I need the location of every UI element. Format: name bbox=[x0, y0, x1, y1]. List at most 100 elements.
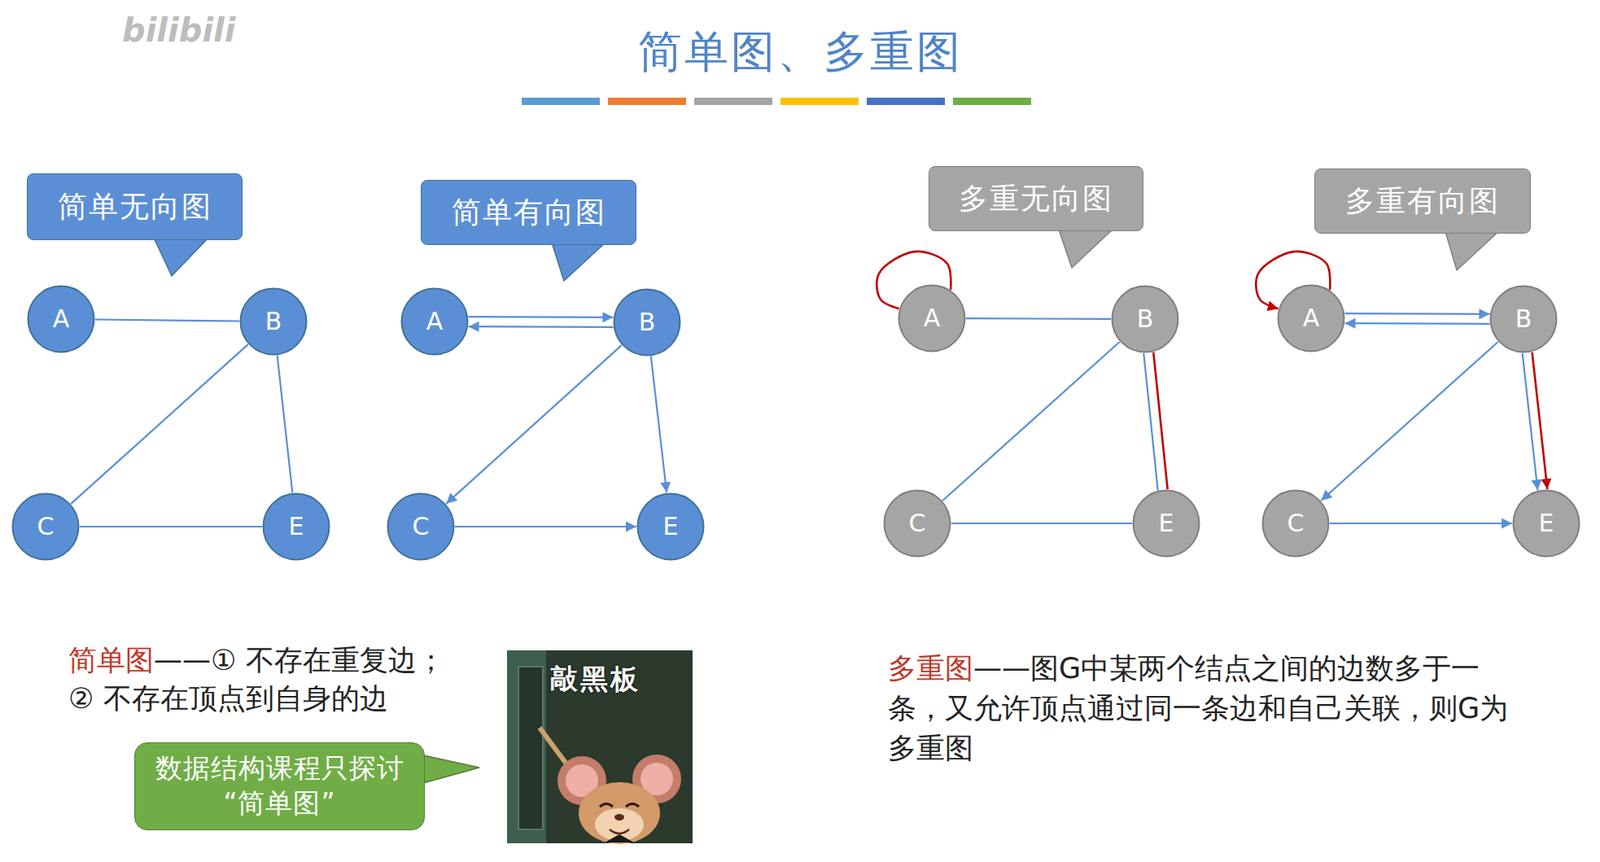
definition: ——① 不存在重复边； bbox=[153, 643, 446, 677]
callout-text: 简单无向图 bbox=[57, 188, 213, 224]
edge-line bbox=[1153, 352, 1168, 490]
edge-line bbox=[951, 522, 1133, 525]
vertex-circle: A bbox=[897, 284, 967, 353]
vertex-label: A bbox=[426, 309, 444, 334]
edge-line bbox=[95, 319, 240, 321]
vertex-shape bbox=[240, 288, 307, 355]
mouse-bowtie bbox=[604, 834, 634, 843]
label-callout: 多重有向图 bbox=[1314, 168, 1531, 234]
color-bar bbox=[694, 97, 773, 105]
slide-title: 简单图、多重图 bbox=[0, 22, 1600, 83]
mouse-head bbox=[578, 782, 661, 844]
vertex-circle: A bbox=[400, 287, 469, 356]
blackboard-edge bbox=[507, 650, 547, 844]
callout-tail bbox=[153, 236, 210, 276]
edge-arrow bbox=[1345, 322, 1491, 325]
term: 简单图 bbox=[68, 643, 154, 677]
definition: ② 不存在顶点到自身的边 bbox=[68, 679, 525, 718]
vertex-label: C bbox=[37, 514, 55, 539]
vertex-circle: B bbox=[1110, 284, 1180, 354]
vertex-shape bbox=[13, 493, 79, 560]
callout-tail bbox=[1444, 228, 1502, 271]
vertex-circle: E bbox=[262, 492, 331, 561]
label-callout: 简单无向图 bbox=[26, 173, 243, 241]
edge-arrow bbox=[454, 525, 637, 528]
vertex-circle: C bbox=[11, 492, 80, 561]
color-bar bbox=[521, 97, 600, 105]
mouse-mouth bbox=[609, 829, 630, 834]
vertex-label: B bbox=[638, 310, 656, 335]
vertex-label: E bbox=[1158, 511, 1175, 536]
edge-arrow bbox=[1329, 522, 1513, 525]
callout-text: 多重有向图 bbox=[1345, 183, 1500, 219]
vertex-shape bbox=[1112, 286, 1179, 353]
vertex-shape bbox=[638, 493, 704, 560]
label-callout: 多重无向图 bbox=[928, 166, 1144, 232]
mouse-eyes bbox=[599, 804, 639, 808]
title-bars bbox=[521, 97, 1032, 105]
edge-arrow bbox=[1532, 352, 1548, 490]
mouse-nose bbox=[614, 813, 625, 821]
callout-text: 多重无向图 bbox=[958, 180, 1114, 216]
label-callout: 简单有向图 bbox=[420, 179, 637, 245]
color-bar bbox=[866, 97, 945, 105]
edge-arrow bbox=[445, 345, 622, 504]
vertex-label: C bbox=[909, 511, 927, 536]
edge-arrow bbox=[1320, 341, 1498, 501]
vertex-circle: A bbox=[1276, 284, 1346, 353]
vertex-label: E bbox=[288, 514, 305, 539]
vertex-shape bbox=[1133, 490, 1200, 557]
definition-text-block: 多重图——图G中某两个结点之间的边数多于一条，又允许顶点通过同一条边和自己关联，… bbox=[887, 648, 1531, 769]
vertex-shape bbox=[1278, 285, 1345, 352]
vertex-shape bbox=[1263, 490, 1329, 557]
vertex-circle: E bbox=[636, 492, 705, 561]
vertex-label: C bbox=[1287, 511, 1305, 536]
vertex-shape bbox=[1490, 286, 1557, 353]
vertex-circle: B bbox=[239, 287, 308, 356]
edge-arrow bbox=[1345, 312, 1491, 315]
color-bar bbox=[780, 97, 859, 105]
vertex-label: A bbox=[1302, 306, 1321, 331]
edge-arrow bbox=[651, 356, 667, 494]
definition-text-block: 简单图——① 不存在重复边；② 不存在顶点到自身的边 bbox=[68, 641, 525, 718]
vertex-shape bbox=[263, 493, 330, 560]
callout-tail bbox=[423, 755, 480, 783]
vertex-label: E bbox=[663, 514, 679, 539]
blackboard bbox=[518, 666, 543, 830]
picture-ground bbox=[507, 650, 693, 844]
watermark-block: bilibili bbox=[122, 11, 237, 49]
vertex-label: B bbox=[1136, 306, 1155, 332]
vertex-circle: C bbox=[386, 492, 455, 561]
picture-caption: 敲黑板 bbox=[550, 662, 641, 696]
vertex-circle: C bbox=[883, 489, 952, 558]
edge-line bbox=[966, 317, 1111, 320]
callout-text: 数据结构课程只探讨“简单图” bbox=[153, 751, 407, 822]
edge-line bbox=[942, 341, 1120, 501]
term: 多重图 bbox=[887, 651, 974, 685]
vertex-shape bbox=[884, 490, 951, 557]
note-callout: 数据结构课程只探讨“简单图” bbox=[134, 742, 425, 831]
vertex-label: E bbox=[1538, 511, 1555, 536]
vertex-circle: C bbox=[1261, 489, 1330, 558]
edge-line bbox=[79, 525, 263, 528]
vertex-label: A bbox=[923, 306, 941, 331]
vertex-circle: A bbox=[26, 284, 96, 354]
vertex-label: A bbox=[52, 306, 70, 332]
callout-tail bbox=[550, 240, 608, 281]
vertex-circle: E bbox=[1512, 489, 1581, 558]
edge-line bbox=[70, 344, 249, 504]
watermark: bilibili bbox=[122, 11, 237, 49]
definition: ——图G中某两个结点之间的边数多于一条，又允许顶点通过同一条边和自己关联，则G为… bbox=[887, 651, 1509, 765]
vertex-shape bbox=[1513, 490, 1580, 557]
vertex-shape bbox=[614, 289, 681, 356]
vertex-circle: B bbox=[1489, 284, 1558, 354]
picture-caption-block: 敲黑板 bbox=[550, 660, 641, 699]
vertex-label: B bbox=[1515, 306, 1533, 332]
vertex-shape bbox=[388, 493, 455, 560]
color-bar bbox=[953, 97, 1032, 105]
vertex-shape bbox=[28, 286, 95, 353]
vertex-circle: B bbox=[612, 288, 682, 357]
edge-line bbox=[277, 355, 293, 494]
